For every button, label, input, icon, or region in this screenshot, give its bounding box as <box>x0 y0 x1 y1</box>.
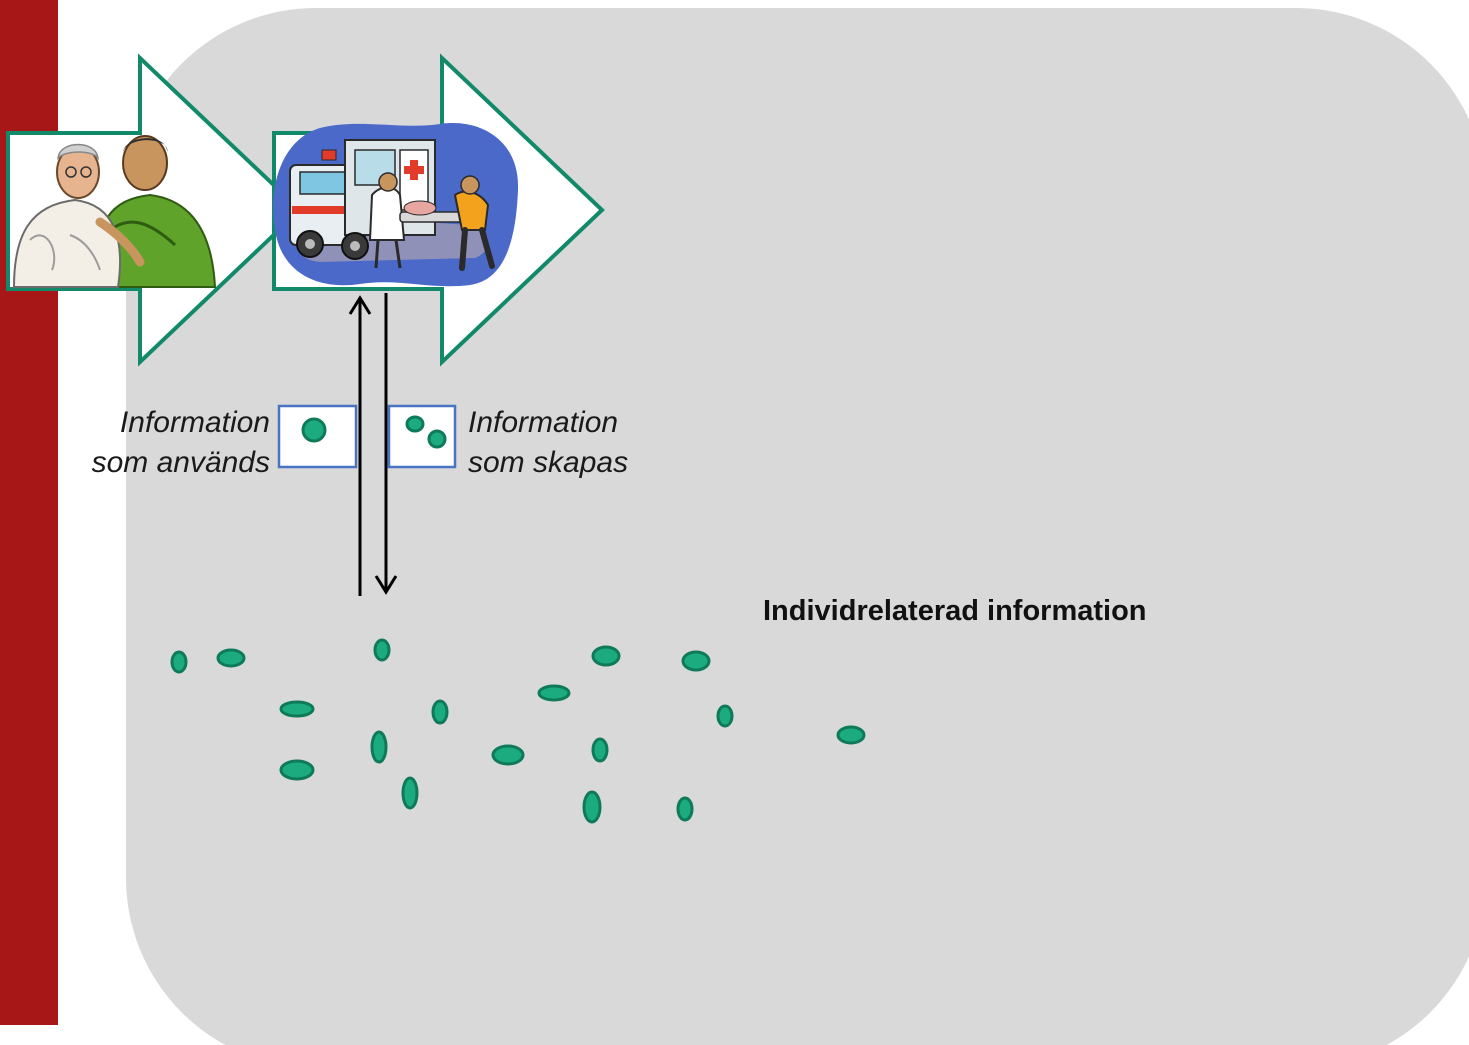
information-token-icon <box>582 790 602 824</box>
arrow-down-head <box>374 575 398 595</box>
created-information-token-icon <box>405 415 425 433</box>
information-token-icon <box>279 700 315 718</box>
information-token-icon <box>431 699 449 725</box>
information-token-icon <box>170 650 188 674</box>
information-token-icon <box>716 704 734 728</box>
information-token-icon <box>676 796 694 822</box>
arrow-up-head <box>348 295 372 315</box>
ambulance-illustration-icon <box>273 123 519 287</box>
information-token-icon <box>370 730 388 764</box>
information-token-icon <box>591 737 609 763</box>
information-token-icon <box>216 648 246 668</box>
information-token-icon <box>836 725 866 745</box>
individual-information-label: Individrelaterad information <box>763 595 1147 627</box>
individual-information-tokens <box>170 638 866 824</box>
information-token-icon <box>491 744 525 766</box>
information-created-line-2: som skapas <box>468 446 629 479</box>
information-token-icon <box>401 776 419 810</box>
information-used-label: Information som används <box>92 403 270 483</box>
used-information-token-icon <box>301 417 327 443</box>
information-token-icon <box>591 645 621 667</box>
information-used-line-2: som används <box>91 446 270 479</box>
information-used-line-1: Information <box>119 406 270 439</box>
information-token-icon <box>279 759 315 781</box>
information-token-icon <box>537 684 571 702</box>
caregiver-illustration-icon <box>12 135 217 288</box>
information-flow-arrows <box>348 293 398 596</box>
information-token-icon <box>373 638 391 662</box>
created-information-token-icon <box>427 429 447 449</box>
information-created-label: Information som skapas <box>468 403 628 483</box>
information-created-line-1: Information <box>468 406 619 439</box>
information-token-icon <box>681 650 711 672</box>
